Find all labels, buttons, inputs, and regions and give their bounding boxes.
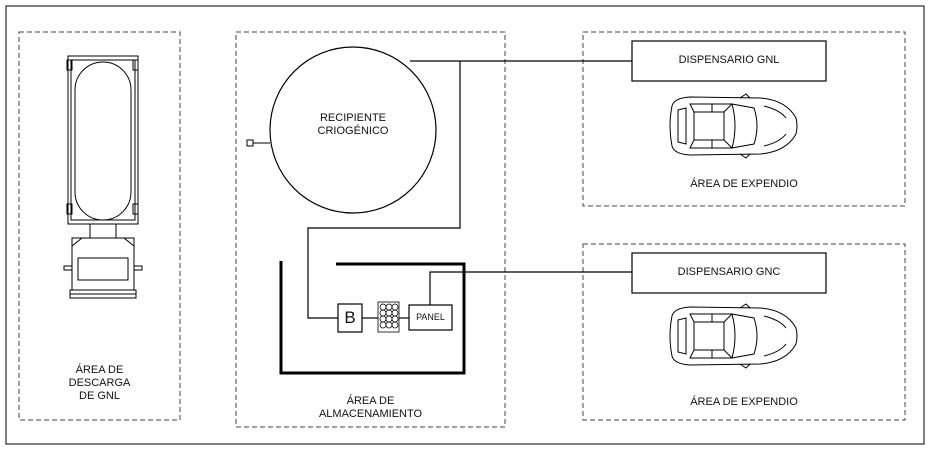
cryogenic-tank bbox=[269, 46, 437, 214]
panel-label: PANEL bbox=[416, 312, 445, 322]
area-expendio-top-box bbox=[582, 31, 906, 207]
area-expendio-bottom-box bbox=[582, 243, 906, 421]
area-descarga-box bbox=[18, 31, 181, 421]
dispenser-gnl-label: DISPENSARIO GNL bbox=[678, 54, 780, 66]
area-expendio-top-label: ÁREA DE EXPENDIO bbox=[690, 178, 798, 190]
pump-box bbox=[337, 303, 363, 333]
containment-wall bbox=[279, 261, 466, 375]
pipe-tank-to-pump bbox=[307, 61, 461, 319]
area-almacenamiento-box bbox=[235, 31, 506, 428]
area-descarga-label: ÁREA DE DESCARGA DE GNL bbox=[68, 364, 131, 402]
pipe-panel-to-gnc bbox=[429, 271, 632, 305]
tank-label: RECIPIENTE CRIOGÉNICO bbox=[317, 112, 389, 137]
tank-nozzle-icon bbox=[246, 139, 254, 147]
area-expendio-bottom-label: ÁREA DE EXPENDIO bbox=[690, 396, 798, 408]
dispenser-gnc-box bbox=[631, 252, 827, 294]
car-icon bbox=[669, 303, 798, 369]
panel-box bbox=[408, 304, 453, 331]
dispenser-gnl-box bbox=[631, 40, 827, 82]
vaporizer-icon bbox=[377, 301, 400, 333]
car-icon bbox=[669, 93, 798, 159]
dispenser-gnc-label: DISPENSARIO GNC bbox=[677, 266, 781, 278]
pump-label: B bbox=[344, 308, 356, 327]
tanker-truck-icon bbox=[63, 55, 143, 299]
area-almacenamiento-label: ÁREA DE ALMACENAMIENTO bbox=[318, 395, 423, 420]
outer-frame bbox=[5, 5, 925, 445]
